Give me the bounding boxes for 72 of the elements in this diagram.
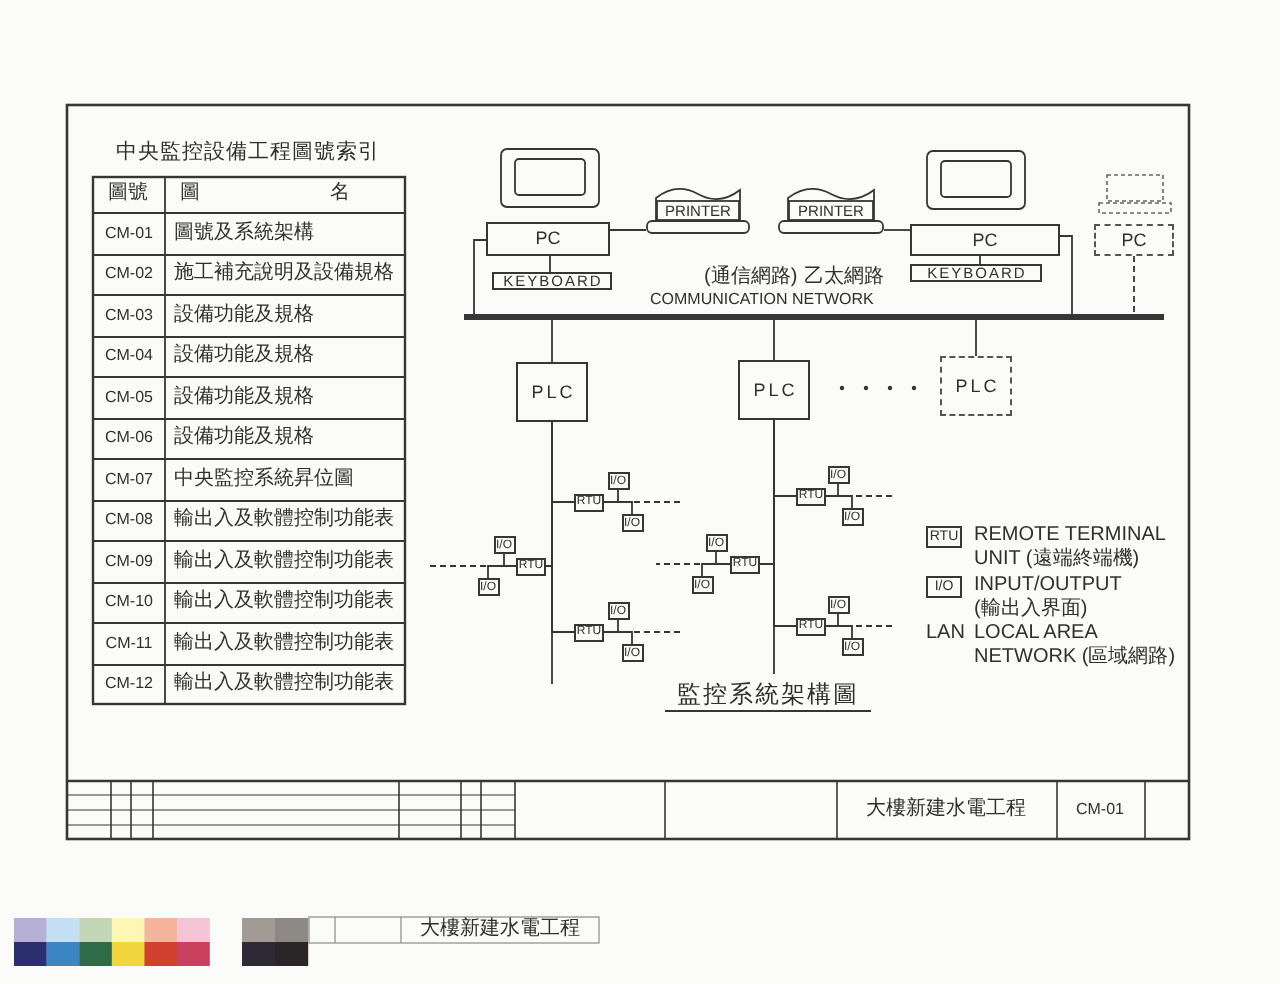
continuation-line — [773, 419, 775, 675]
drawing-title: 施工補充說明及設備規格 — [174, 264, 394, 284]
drawing-title: 設備功能及規格 — [174, 346, 314, 366]
drawing-number: CM-11 — [105, 635, 153, 651]
diagram-caption: 監控系統架構圖 — [665, 682, 871, 712]
node-label: PLC — [531, 383, 576, 401]
drawing-title: 設備功能及規格 — [174, 428, 314, 448]
drawing-number: CM-04 — [105, 348, 153, 364]
connector-line — [487, 565, 517, 579]
drawing-number: CM-03 — [105, 307, 153, 323]
project-name: 大樓新建水電工程 — [420, 920, 580, 940]
connector-line — [701, 563, 731, 577]
connector-line — [975, 319, 977, 357]
connector-line — [549, 255, 551, 273]
drawing-number: CM-07 — [105, 471, 153, 487]
legend-key-box — [926, 576, 962, 598]
network-label: (通信網路) — [704, 268, 798, 288]
drawing-number: CM-01 — [105, 225, 153, 241]
drawing-number: CM-05 — [105, 389, 153, 405]
connector-line — [825, 495, 853, 509]
connector-line — [1059, 235, 1073, 315]
connector-line — [883, 229, 911, 231]
drawing-title: 輸出入及軟體控制功能表 — [174, 551, 394, 571]
drawing-title: 設備功能及規格 — [174, 387, 314, 407]
drawing-number: CM-01 — [1076, 802, 1124, 818]
drawing-number: CM-12 — [105, 676, 153, 692]
drawing-number: CM-08 — [105, 512, 153, 528]
connector-line — [603, 501, 633, 515]
drawing-title: 圖號及系統架構 — [174, 223, 314, 243]
legend-description: REMOTE TERMINAL UNIT (遠端終端機) — [974, 524, 1168, 572]
column-header: 圖 名 — [180, 184, 350, 204]
node-label: PLC — [753, 381, 798, 399]
table-title: 中央監控設備工程圖號索引 — [116, 142, 380, 163]
node-label: PC — [535, 230, 561, 248]
project-name: 大樓新建水電工程 — [866, 800, 1026, 820]
connector-line — [1133, 255, 1135, 315]
node-label: PC — [1121, 231, 1147, 249]
drawing-number: CM-09 — [105, 553, 153, 569]
connector-line — [609, 229, 647, 231]
connector-line — [473, 239, 487, 315]
abbreviation-label: LAN — [926, 624, 965, 644]
drawing-title: 輸出入及軟體控制功能表 — [174, 674, 394, 694]
plc-box — [516, 362, 588, 422]
plc-box — [738, 360, 810, 420]
drawing-title: 輸出入及軟體控制功能表 — [174, 633, 394, 653]
network-bus-line — [464, 314, 1164, 320]
legend-description: LOCAL AREA NETWORK (區域網路) — [974, 622, 1178, 670]
connector-line — [551, 319, 553, 363]
drawing-title: 設備功能及規格 — [174, 305, 314, 325]
computer-box — [486, 222, 610, 256]
network-label: 乙太網路 — [804, 268, 884, 288]
continuation-line — [551, 421, 553, 685]
connector-line — [603, 631, 633, 645]
drawing-number: CM-10 — [105, 594, 153, 610]
network-label: COMMUNICATION NETWORK — [650, 292, 874, 308]
computer-box — [910, 224, 1060, 256]
drawing-title: 輸出入及軟體控制功能表 — [174, 510, 394, 530]
node-label: PLC — [955, 377, 1000, 395]
drawing-number: CM-02 — [105, 266, 153, 282]
plc-box — [940, 356, 1012, 416]
connector-line — [773, 319, 775, 361]
drawing-title: 中央監控系統昇位圖 — [174, 469, 354, 489]
node-label: PC — [972, 231, 998, 249]
legend-description: INPUT/OUTPUT (輸出入界面) — [974, 574, 1124, 622]
keyboard-box — [910, 264, 1042, 282]
keyboard-box — [492, 272, 612, 290]
column-header: 圖號 — [108, 184, 148, 204]
drawing-title: 輸出入及軟體控制功能表 — [174, 592, 394, 612]
computer-box — [1094, 224, 1174, 256]
connector-line — [825, 625, 853, 639]
drawing-number: CM-06 — [105, 430, 153, 446]
connector-line — [979, 255, 981, 265]
